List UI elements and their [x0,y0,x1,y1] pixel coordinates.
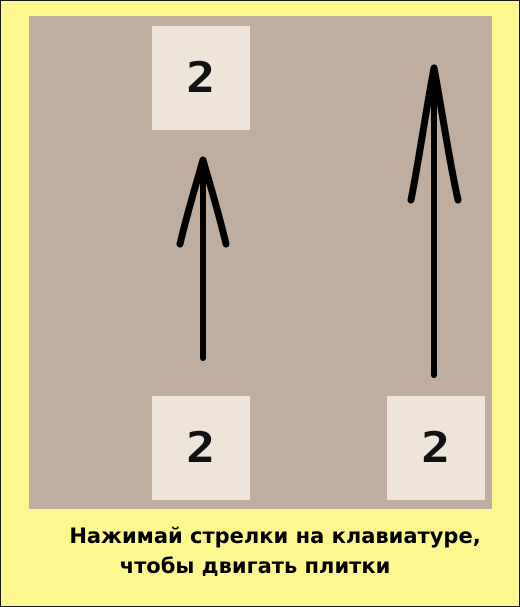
instructions-line-2: чтобы двигать плитки [119,554,391,578]
tile: 2 [387,396,485,500]
tile: 2 [152,396,250,500]
game-board: 2 2 2 [29,16,492,509]
tile-value: 2 [186,423,216,472]
instructions: Нажимай стрелки на клавиатуре, чтобы дви… [0,521,520,581]
tile-value: 2 [186,53,216,102]
tile: 2 [152,26,250,130]
instructions-line-1: Нажимай стрелки на клавиатуре, [69,524,481,548]
tile-value: 2 [421,423,451,472]
